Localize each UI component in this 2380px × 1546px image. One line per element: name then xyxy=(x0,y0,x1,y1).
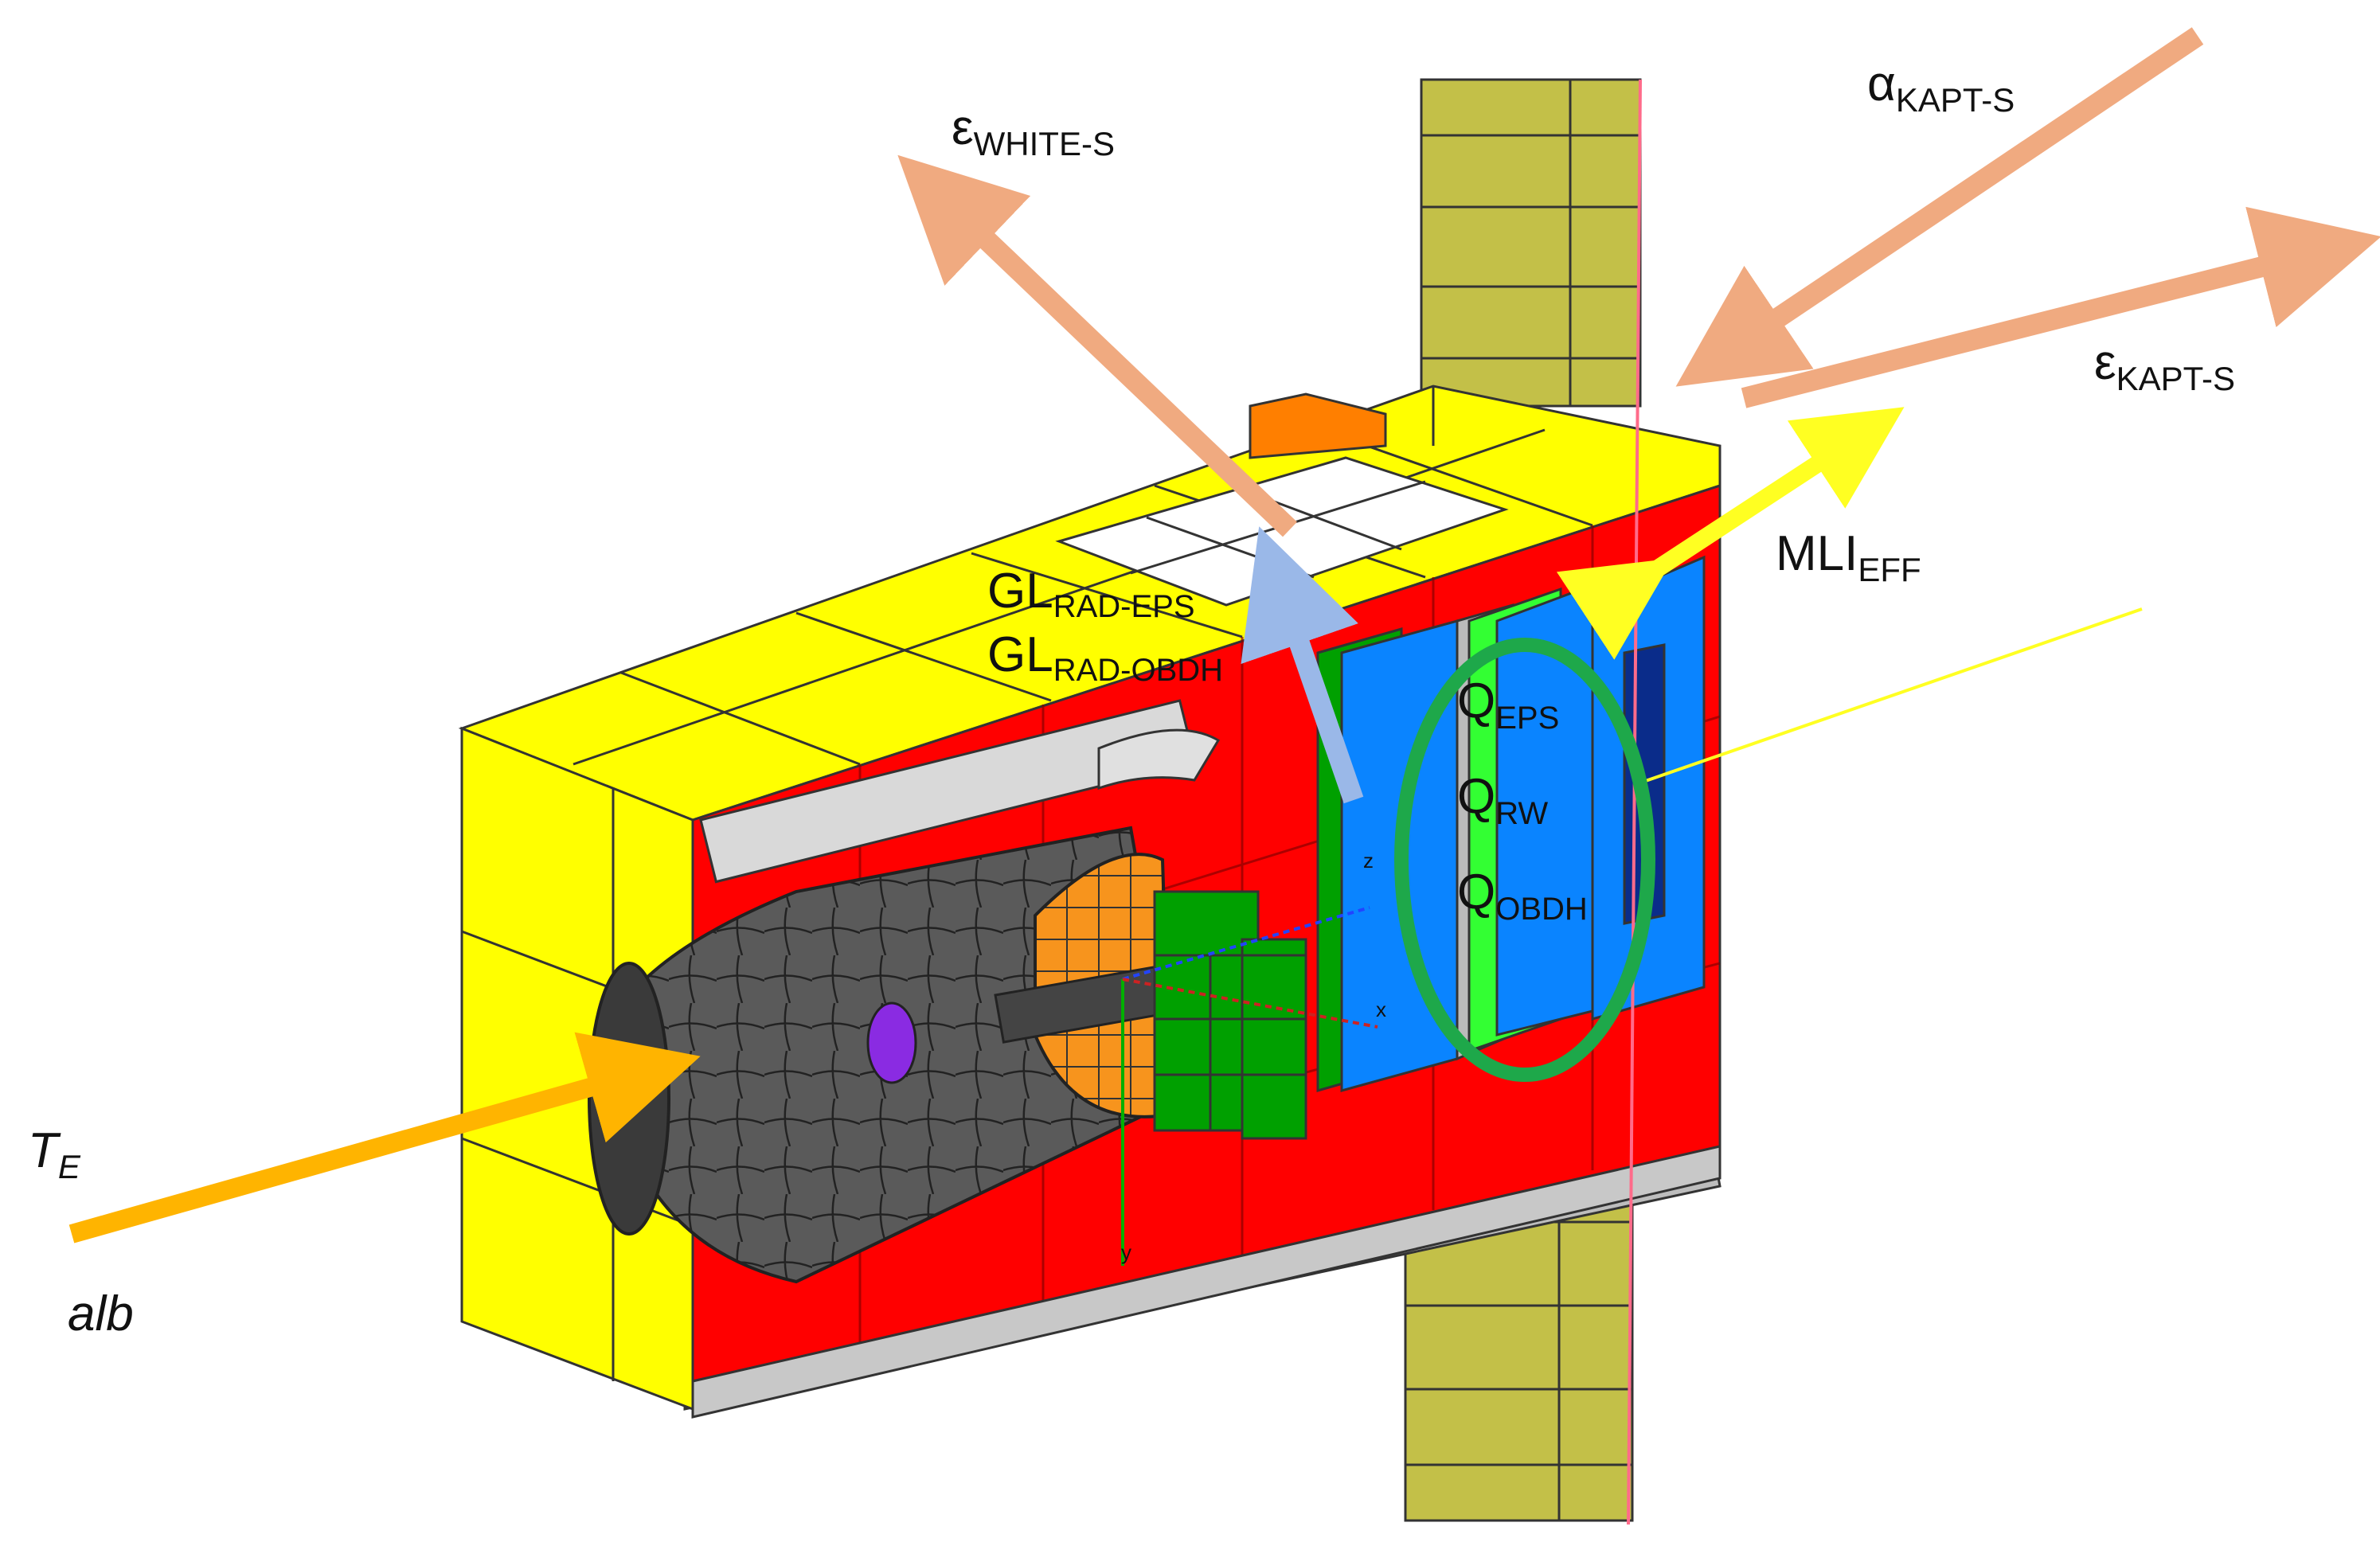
alpha-kapt-arrow xyxy=(1675,27,2204,387)
green-electronics-stack xyxy=(1153,890,1307,1140)
gl-rad-arrow xyxy=(1241,526,1364,804)
purple-fixture xyxy=(866,1001,917,1084)
label-gl-rad-eps: GLRAD-EPS xyxy=(987,564,1195,624)
earth-ir-arrow xyxy=(68,1032,701,1243)
axis-label-y: y xyxy=(1121,1240,1131,1264)
label-mli-eff: MLIEFF xyxy=(1776,526,1921,588)
label-q-rw: QRW xyxy=(1457,769,1549,831)
orange-cap xyxy=(1249,392,1387,459)
eps-kapt-arrow xyxy=(1741,206,2380,408)
label-alpha-kapt: αKAPT-S xyxy=(1867,57,2015,119)
axis-label-z: z xyxy=(1363,849,1374,873)
mli-pointer-line xyxy=(1636,607,2143,786)
solar-panel-top xyxy=(1420,78,1642,408)
label-q-obdh: QOBDH xyxy=(1457,865,1588,927)
label-eps-white: εWHITE-S xyxy=(952,100,1115,162)
eps-white-arrow xyxy=(897,154,1297,537)
label-alb: alb xyxy=(68,1286,134,1341)
label-eps-kapt: εKAPT-S xyxy=(2094,335,2236,397)
dissipation-ring xyxy=(1394,638,1655,1082)
axis-label-x: x xyxy=(1376,997,1386,1021)
coordinate-axes xyxy=(1121,906,1378,1266)
label-gl-rad-obdh: GLRAD-OBDH xyxy=(987,627,1224,688)
label-te: TE xyxy=(28,1123,80,1185)
mli-arrow xyxy=(1556,407,1905,660)
label-q-eps: QEPS xyxy=(1457,673,1560,736)
reference-line xyxy=(1627,79,1642,1525)
